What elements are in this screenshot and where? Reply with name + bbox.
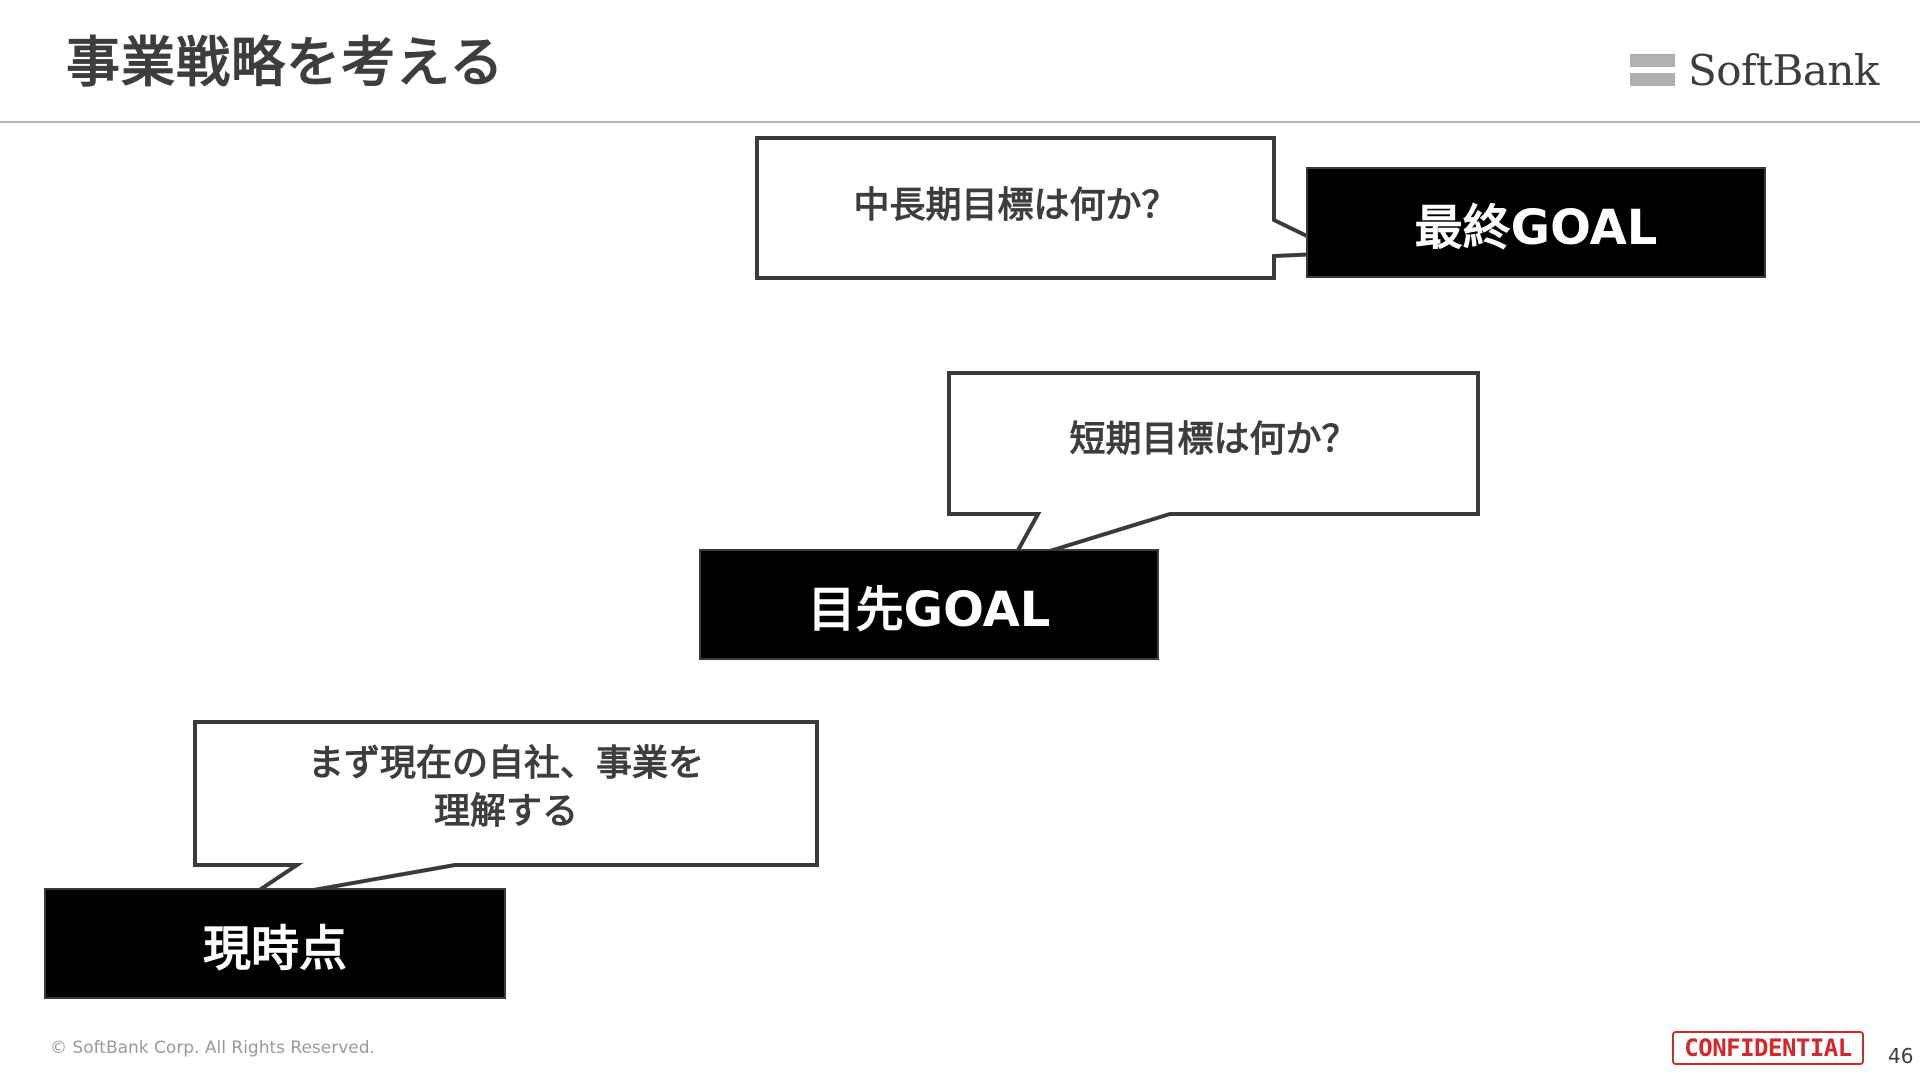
bubble-near-text: 短期目標は何か？ xyxy=(1069,419,1358,460)
final-goal-box: 最終GOAL xyxy=(1306,167,1766,278)
current-position-box: 現時点 xyxy=(44,888,506,999)
slide-title: 事業戦略を考える xyxy=(66,31,505,94)
bubble-current-line1: まず現在の自社、事業を xyxy=(307,743,704,784)
near-goal-label: 目先GOAL xyxy=(807,581,1051,638)
page-number: 46 xyxy=(1888,1044,1914,1068)
near-goal-box: 目先GOAL xyxy=(699,549,1159,660)
bubble-final-text: 中長期目標は何か？ xyxy=(853,185,1178,226)
header-divider xyxy=(0,121,1920,123)
copyright-footer: © SoftBank Corp. All Rights Reserved. xyxy=(50,1038,375,1058)
logo-bar-bottom xyxy=(1630,73,1675,86)
logo-bar-top xyxy=(1630,54,1675,67)
final-goal-label: 最終GOAL xyxy=(1414,199,1658,256)
confidential-label: CONFIDENTIAL xyxy=(1684,1034,1852,1062)
bubble-near-outline xyxy=(947,371,1480,567)
bubble-current-line2: 理解する xyxy=(433,791,578,832)
confidential-stamp: CONFIDENTIAL xyxy=(1672,1031,1864,1065)
softbank-logo: SoftBank xyxy=(1630,46,1879,98)
bubble-current-text: まず現在の自社、事業を 理解する xyxy=(195,740,817,836)
current-position-label: 現時点 xyxy=(202,920,347,977)
logo-text: SoftBank xyxy=(1688,46,1879,95)
bubble-current-outline xyxy=(193,720,819,905)
